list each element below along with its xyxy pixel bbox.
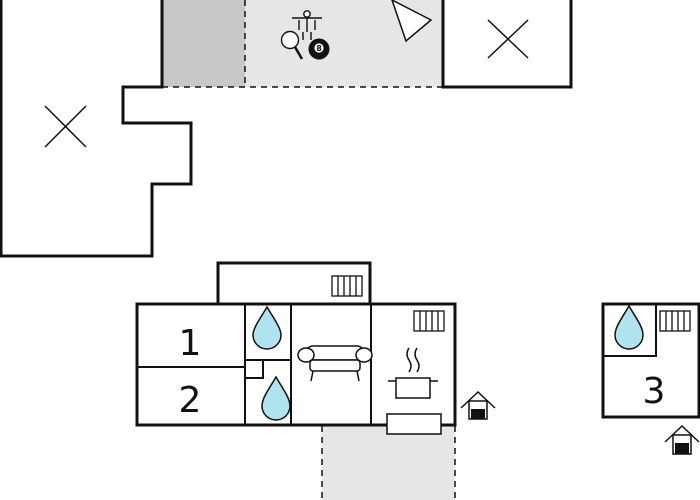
- water-drop-icon: [252, 305, 282, 350]
- radiator-icon: [659, 310, 691, 332]
- main-house: 1 2: [135, 261, 457, 500]
- terrace-dark-section: [162, 0, 245, 87]
- radiator-icon: [413, 310, 445, 332]
- cabin-bathroom-wall: [603, 304, 657, 357]
- left-outbuilding: [0, 0, 193, 258]
- table-tennis-icon: [280, 30, 304, 60]
- billiard-ball-number: 8: [316, 44, 322, 53]
- water-drop-icon: [261, 375, 291, 421]
- top-right-outbuilding: [441, 0, 573, 89]
- sofa-icon: [297, 345, 373, 382]
- billiard-ball-icon: 8: [308, 38, 330, 60]
- lower-terrace-border: [321, 426, 456, 500]
- radiator-icon: [331, 275, 363, 297]
- room-number-3: 3: [643, 371, 666, 412]
- no-access-mark-left: [44, 105, 87, 148]
- entrance-step: [386, 413, 442, 435]
- right-cabin: 3: [601, 302, 700, 419]
- house-entrance-icon: [460, 390, 496, 420]
- house-entrance-icon: [664, 424, 700, 455]
- main-body: [135, 302, 457, 427]
- lower-terrace: [322, 426, 455, 500]
- tent-icon: [391, 0, 433, 43]
- interior-walls: [137, 304, 372, 425]
- no-access-mark-right: [487, 19, 529, 59]
- water-drop-icon: [614, 304, 644, 350]
- cooking-pot-icon: [388, 347, 438, 399]
- room-number-2: 2: [179, 380, 202, 421]
- foosball-icon: [292, 10, 322, 40]
- room-number-1: 1: [179, 323, 202, 364]
